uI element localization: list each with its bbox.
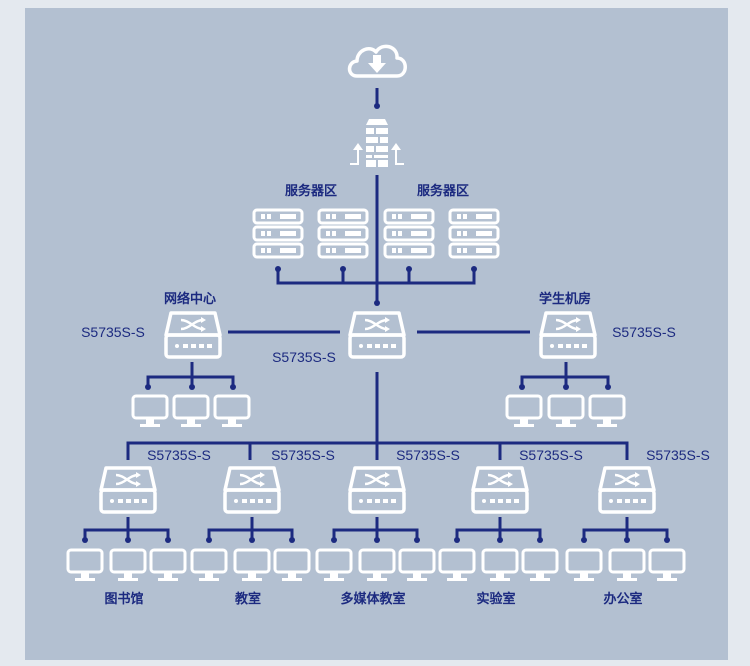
left-branch-model: S5735S-S <box>81 324 145 340</box>
access-switch-model: S5735S-S <box>396 447 460 463</box>
right-branch-model: S5735S-S <box>612 324 676 340</box>
cloud-icon <box>347 44 407 78</box>
firewall-icon <box>350 119 404 167</box>
server-zone-label-right: 服务器区 <box>417 183 469 199</box>
access-location-label: 办公室 <box>603 591 642 607</box>
right-branch-name: 学生机房 <box>539 291 591 307</box>
access-location-label: 图书馆 <box>104 591 143 607</box>
access-location-label: 实验室 <box>476 591 515 607</box>
left-branch-name: 网络中心 <box>164 291 216 307</box>
access-switch-model: S5735S-S <box>271 447 335 463</box>
access-location-label: 多媒体教室 <box>340 591 405 607</box>
access-location-label: 教室 <box>234 591 261 607</box>
access-switch-model: S5735S-S <box>519 447 583 463</box>
core-switch-model: S5735S-S <box>272 349 336 365</box>
access-switch-model: S5735S-S <box>147 447 211 463</box>
access-switch-model: S5735S-S <box>646 447 710 463</box>
server-zone-label-left: 服务器区 <box>285 183 337 199</box>
